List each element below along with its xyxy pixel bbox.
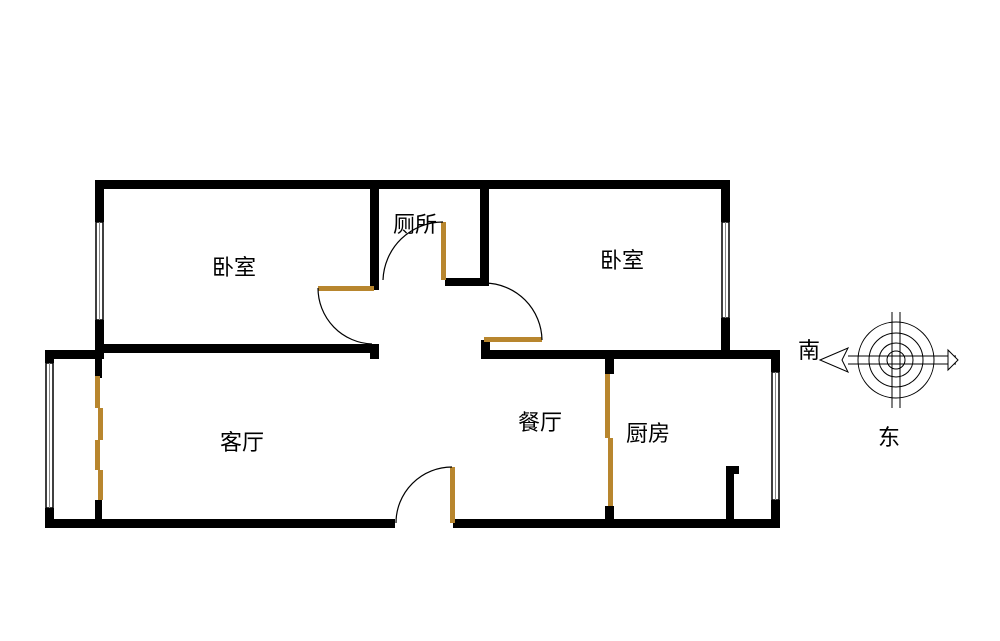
compass-label-south: 南	[798, 339, 821, 364]
door-living-sliding-1	[95, 376, 100, 408]
door-toilet	[441, 222, 446, 280]
windows	[45, 221, 780, 509]
window-living-room	[45, 362, 54, 509]
label-bedroom-right: 卧室	[600, 249, 645, 274]
door-kitchen-sliding-1	[605, 374, 610, 438]
door-bedroom-left	[318, 286, 374, 291]
label-living-room: 客厅	[220, 431, 265, 456]
walls	[45, 180, 780, 528]
doors	[95, 221, 613, 524]
label-bedroom-left: 卧室	[212, 256, 257, 281]
label-toilet: 厕所	[393, 213, 438, 238]
door-living-sliding-4	[98, 470, 103, 500]
label-kitchen: 厨房	[626, 422, 671, 447]
label-dining-room: 餐厅	[518, 411, 563, 436]
door-entrance	[450, 467, 455, 523]
window-bedroom-right	[721, 221, 730, 319]
door-living-sliding-3	[95, 440, 100, 470]
window-kitchen	[771, 371, 780, 501]
compass-icon	[818, 312, 959, 408]
compass-label-east: 东	[878, 426, 901, 451]
window-bedroom-left	[95, 221, 104, 321]
door-kitchen-sliding-2	[608, 438, 613, 506]
door-living-sliding-2	[98, 408, 103, 440]
door-bedroom-right	[484, 337, 542, 342]
